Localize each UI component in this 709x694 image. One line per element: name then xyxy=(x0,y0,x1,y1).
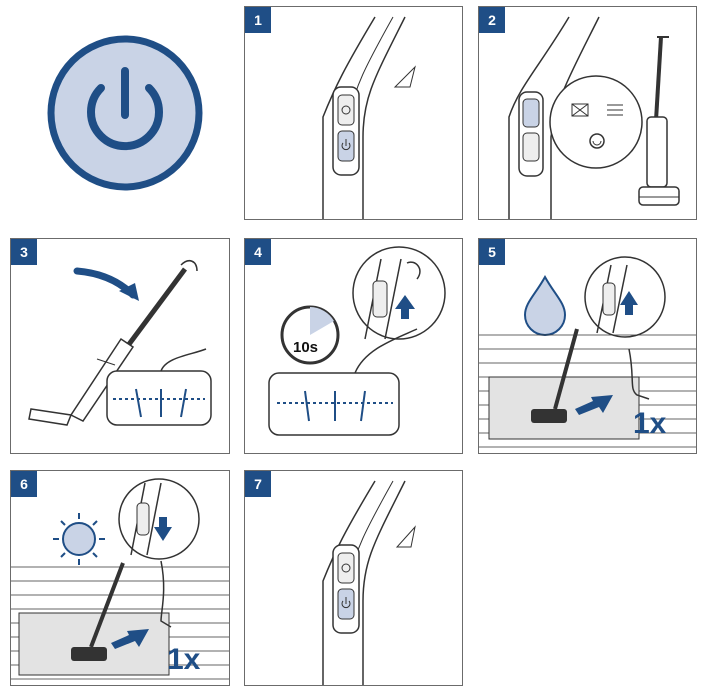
turbo-icon xyxy=(589,133,605,149)
arrow-up-icon xyxy=(620,291,638,315)
handle-illustration xyxy=(322,16,416,219)
step-2-panel: 2 xyxy=(478,6,697,220)
step-number: 5 xyxy=(479,239,505,265)
step-number: 3 xyxy=(11,239,37,265)
step-number: 7 xyxy=(245,471,271,497)
step-number: 2 xyxy=(479,7,505,33)
step-number: 1 xyxy=(245,7,271,33)
step-4-panel: 4 10s xyxy=(244,238,463,454)
repeat-count-label: 1x xyxy=(633,407,667,440)
step-5-panel: 5 1x xyxy=(478,238,697,454)
step-3-panel: 3 xyxy=(10,238,230,454)
tilt-vacuum-illustration xyxy=(28,260,212,426)
dry-clean-illustration xyxy=(11,478,229,680)
step-number: 6 xyxy=(11,471,37,497)
wet-clean-illustration xyxy=(479,256,696,448)
handle-illustration xyxy=(322,480,416,685)
power-icon xyxy=(47,35,203,191)
timer-label: 10s xyxy=(293,339,319,356)
arrow-up-icon xyxy=(395,295,415,319)
water-drop-icon xyxy=(523,274,567,336)
hold-button-illustration xyxy=(268,246,446,436)
step-6-panel: 6 1x xyxy=(10,470,230,686)
step-7-panel: 7 xyxy=(244,470,463,686)
repeat-count-label: 1x xyxy=(167,643,201,676)
sun-icon xyxy=(53,513,105,565)
mode-selection-illustration xyxy=(508,16,680,219)
arrow-down-icon xyxy=(154,517,172,541)
step-1-panel: 1 xyxy=(244,6,463,220)
step-number: 4 xyxy=(245,239,271,265)
